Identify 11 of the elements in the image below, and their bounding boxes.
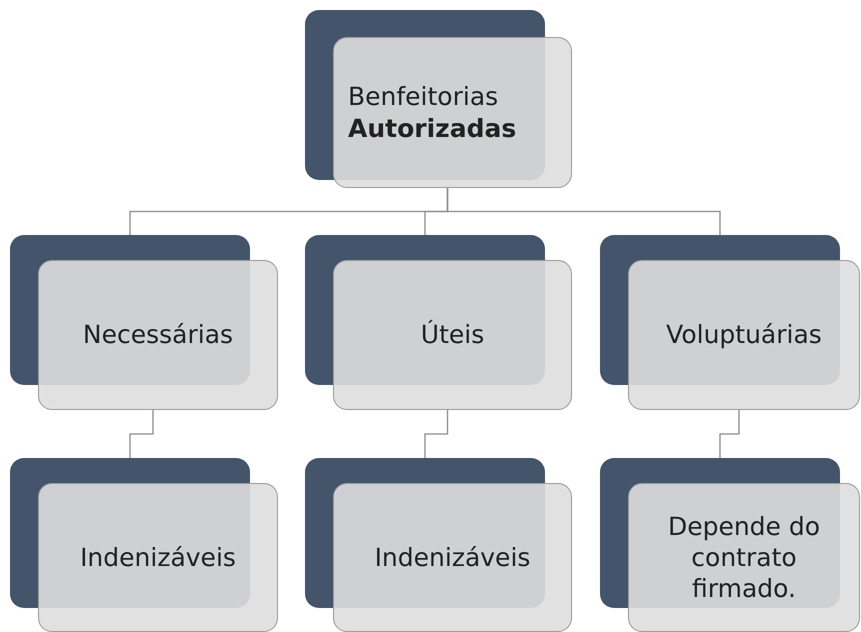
node-label: Indenizáveis	[374, 542, 532, 574]
connector-line	[424, 410, 448, 458]
connector-line	[446, 188, 721, 235]
connector-line	[719, 410, 740, 458]
node-label: Voluptuárias	[665, 319, 823, 351]
node-label: Indenizáveis	[79, 542, 237, 574]
node-label: Necessárias	[82, 319, 234, 351]
node-label: Benfeitorias Autorizadas	[347, 81, 518, 144]
connector-line	[129, 410, 154, 458]
node-label: Úteis	[420, 319, 486, 351]
node-label: Depende do contrato firmado.	[666, 510, 822, 604]
